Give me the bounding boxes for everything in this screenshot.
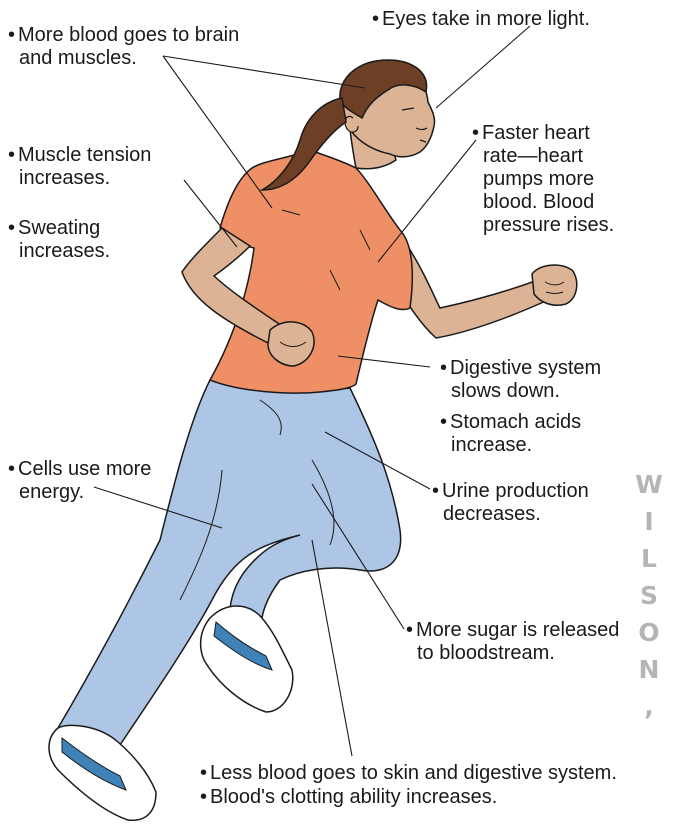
label-stomach: •Stomach acids increase. [440, 411, 581, 457]
label-cells: •Cells use more energy. [8, 458, 151, 504]
label-blood-brain: •More blood goes to brain and muscles. [8, 24, 239, 70]
label-skin: •Less blood goes to skin and digestive s… [200, 762, 617, 785]
label-sweating: •Sweating increases. [8, 217, 110, 263]
leader-skin [312, 540, 352, 756]
label-clotting: •Blood's clotting ability increases. [200, 786, 497, 809]
leader-muscles [163, 56, 272, 208]
watermark-letter: N [634, 651, 664, 688]
watermark-letter: O [634, 614, 664, 651]
watermark-letter: I [634, 503, 664, 540]
label-muscle-tension: •Muscle tension increases. [8, 144, 151, 190]
watermark-letter: , [634, 688, 664, 725]
label-heart: •Faster heart rate—heart pumps more bloo… [472, 122, 614, 237]
label-sugar: •More sugar is released to bloodstream. [406, 619, 619, 665]
label-eyes: •Eyes take in more light. [372, 8, 590, 31]
label-urine: •Urine production decreases. [432, 480, 589, 526]
watermark-letter: W [634, 466, 664, 503]
watermark: W I L S O N , [634, 466, 664, 725]
left-fist [268, 322, 314, 366]
watermark-letter: S [634, 577, 664, 614]
leader-eyes [436, 26, 530, 108]
label-digestive: •Digestive system slows down. [440, 357, 601, 403]
watermark-letter: L [634, 540, 664, 577]
shirt [210, 150, 412, 393]
